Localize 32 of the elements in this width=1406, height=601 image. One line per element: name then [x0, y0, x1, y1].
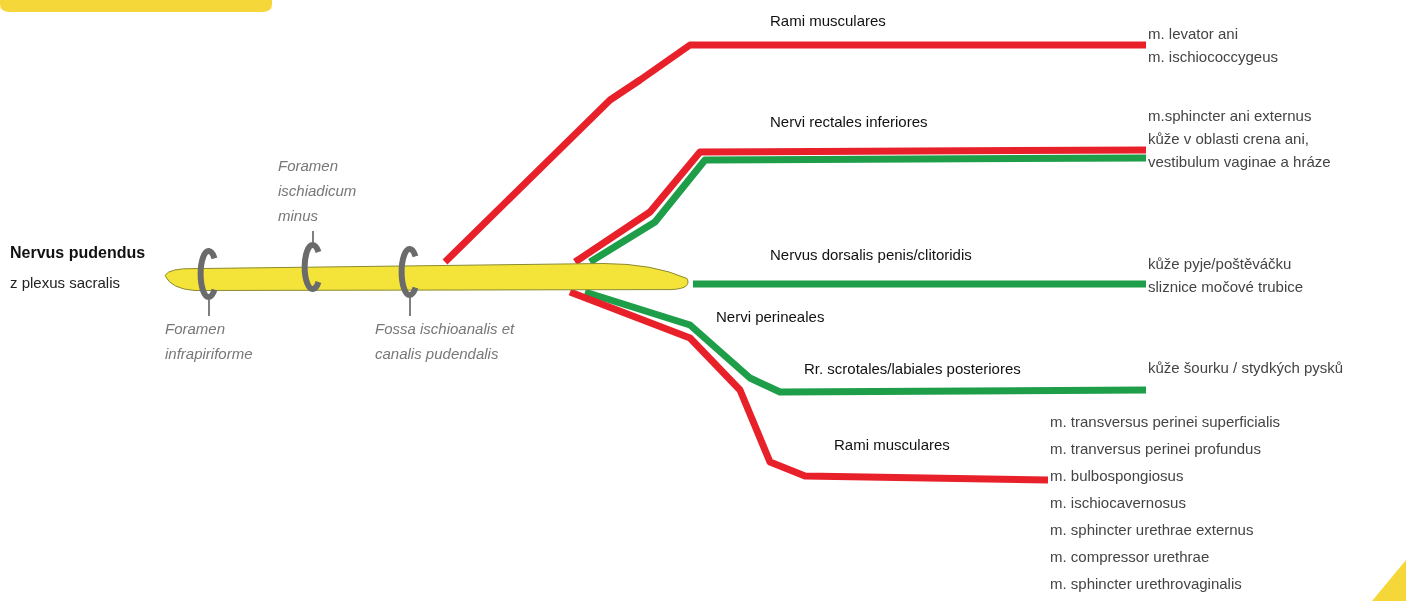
target-text: m. tranversus perinei profundus — [1050, 439, 1262, 459]
edge-label: Nervus dorsalis penis/clitoridis — [768, 246, 974, 263]
branch-label: Nervi perineales — [714, 308, 827, 325]
leader-line — [409, 297, 411, 317]
edge-label: Rr. scrotales/labiales posteriores — [802, 360, 1023, 377]
nerve-branch — [568, 288, 1049, 484]
edge-label: Nervi rectales inferiores — [768, 113, 930, 130]
ring-icon — [399, 246, 421, 298]
nerve-name: Nervus pudendus — [10, 244, 147, 262]
edge-label: Rami musculares — [768, 12, 888, 29]
target-text: m. ischiocavernosus — [1050, 493, 1187, 513]
ring-icon — [302, 242, 324, 292]
leader-line — [312, 230, 314, 243]
target-text: m. levator ani — [1148, 24, 1240, 44]
target-text: m. sphincter urethrae externus — [1050, 520, 1255, 540]
target-text: m.sphincter ani externus — [1148, 106, 1313, 126]
target-text: sliznice močové trubice — [1148, 277, 1305, 297]
edge-label: Rami musculares — [832, 436, 952, 453]
target-text: m. bulbospongiosus — [1050, 466, 1185, 486]
passage-label: Foramen infrapiriforme — [165, 319, 254, 364]
ring-icon — [198, 248, 220, 300]
target-text: m. ischiococcygeus — [1148, 47, 1280, 67]
target-text: kůže v oblasti crena ani, vestibulum vaginae a hráze — [1148, 129, 1332, 172]
passage-label: Foramen ischiadicum minus — [278, 156, 358, 226]
leader-line — [208, 299, 210, 317]
target-text: m. transversus perinei superficialis — [1050, 412, 1282, 432]
target-text: kůže šourku / stydkých pysků — [1148, 358, 1345, 378]
target-text: kůže pyje/poštěváčku — [1148, 254, 1293, 274]
target-text: m. compressor urethrae — [1050, 547, 1211, 567]
origin-note: z plexus sacralis — [10, 274, 121, 291]
target-text: m. sphincter urethrovaginalis — [1050, 574, 1243, 594]
passage-label: Fossa ischioanalis et canalis pudendalis — [375, 319, 516, 364]
